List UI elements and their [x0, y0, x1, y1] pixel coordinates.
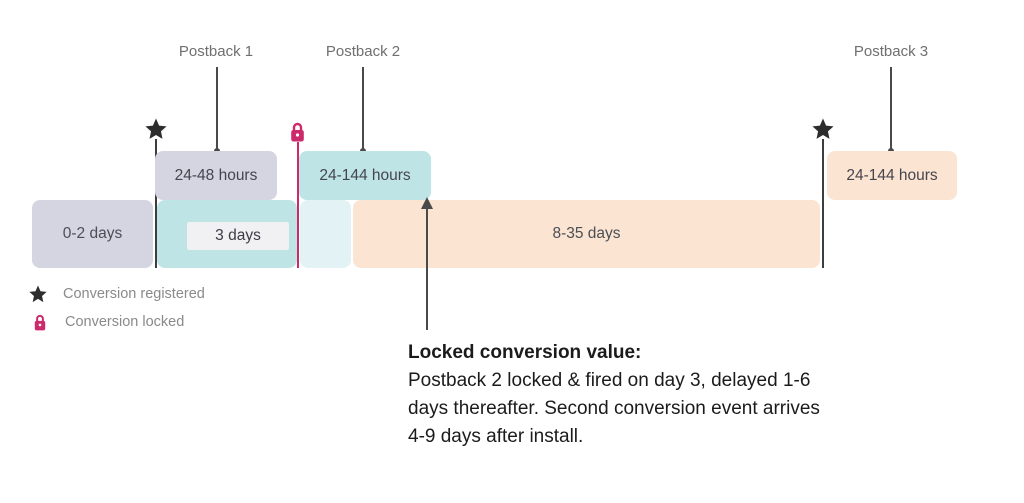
conversion-1-line [155, 139, 157, 268]
bar-window-1: 0-2 days [32, 200, 153, 268]
delay-box-label: 24-144 hours [846, 166, 938, 184]
bar-window-3: 8-35 days [353, 200, 820, 268]
delay-box-postback-1: 24-48 hours [155, 151, 277, 200]
annotation-line: Postback 2 locked & fired on day 3, dela… [408, 370, 811, 391]
legend-label: Conversion registered [63, 286, 205, 302]
delay-box-postback-2: 24-144 hours [299, 151, 431, 200]
lock-icon [291, 122, 304, 142]
star-icon [812, 118, 834, 139]
star-icon [29, 284, 47, 304]
postback-2-label: Postback 2 [325, 43, 401, 60]
annotation-line: days thereafter. Second conversion event… [408, 398, 820, 419]
locked-conversion-annotation: Locked conversion value: Postback 2 lock… [408, 339, 908, 451]
annotation-title: Locked conversion value: [408, 342, 642, 363]
postback-1-label: Postback 1 [178, 43, 254, 60]
bar-label: 8-35 days [552, 225, 621, 242]
bar-label: 3 days [215, 227, 261, 244]
annotation-arrow-head-icon [421, 197, 433, 209]
star-icon [145, 118, 167, 139]
annotation-arrow-line [426, 208, 428, 330]
postback-3-label: Postback 3 [853, 43, 929, 60]
bar-window-2-extension [300, 200, 351, 268]
delay-box-label: 24-144 hours [319, 166, 411, 184]
lock-line [297, 142, 299, 268]
delay-box-postback-3: 24-144 hours [827, 151, 957, 200]
postback-2-connector-line [362, 67, 364, 151]
legend-row-locked: Conversion locked [31, 312, 184, 332]
legend-label: Conversion locked [65, 314, 185, 330]
delay-box-label: 24-48 hours [174, 166, 258, 184]
bar-label: 0-2 days [62, 225, 123, 242]
annotation-line: 4-9 days after install. [408, 426, 584, 447]
conversion-2-line [822, 139, 824, 268]
lock-icon [31, 312, 49, 332]
postback-1-connector-line [216, 67, 218, 151]
legend-row-registered: Conversion registered [29, 284, 205, 304]
postback-3-connector-line [890, 67, 892, 151]
bar-window-2-label-box: 3 days [187, 222, 289, 250]
